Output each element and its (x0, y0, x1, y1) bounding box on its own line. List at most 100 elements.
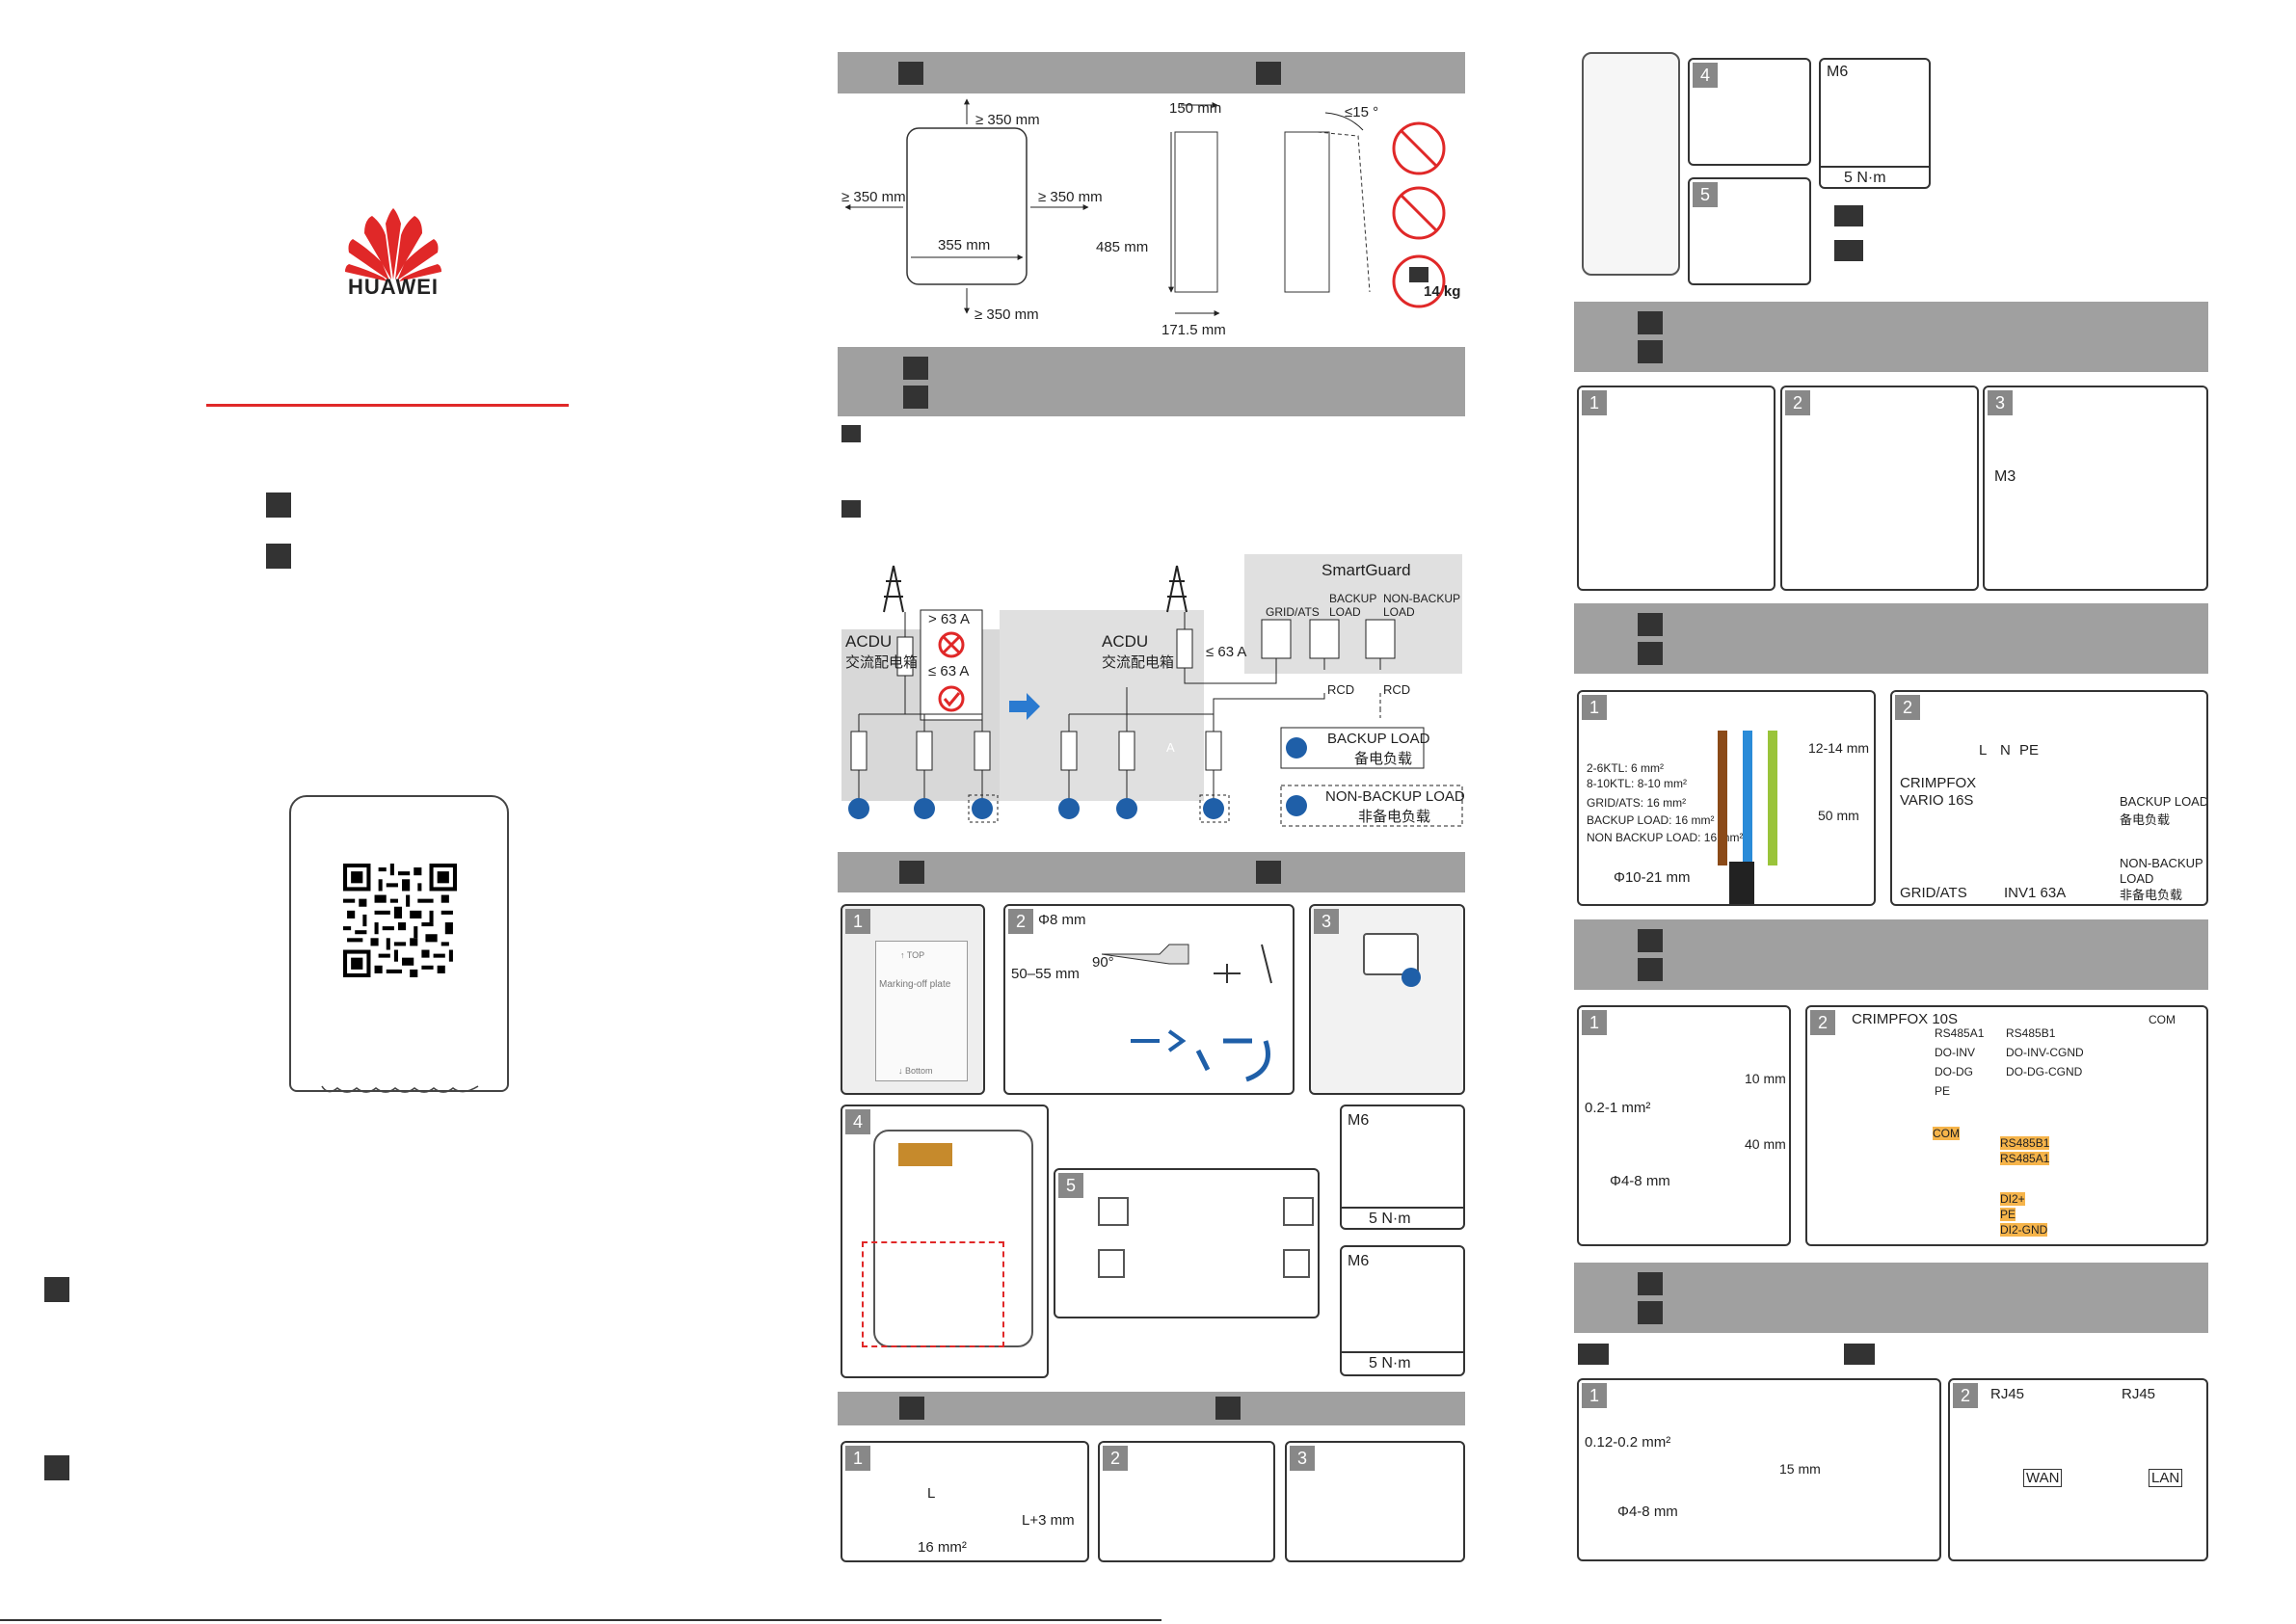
network-area: 0.12-0.2 mm² (1585, 1434, 1671, 1451)
comm-area: 0.2-1 mm² (1585, 1100, 1651, 1116)
drill-diameter: Φ8 mm (1038, 912, 1086, 928)
acdu-label-2: ACDU (1102, 632, 1149, 651)
ac-length: 50 mm (1818, 808, 1859, 823)
legend-a-circle: A (1166, 740, 1175, 755)
ac-strip: 12-14 mm (1808, 740, 1870, 756)
strip-length: L+3 mm (1022, 1512, 1075, 1529)
title-rule (206, 404, 569, 407)
brand-name: HUAWEI (348, 275, 439, 299)
bullet-square-7 (1834, 205, 1863, 226)
term-do-inv: DO-INV (1935, 1046, 1975, 1059)
step-panel-bracket: 3 (1309, 904, 1465, 1095)
right-column: 4 5 M6 5 N·m 1 2 3 M3 1 2-6KTL: 6 mm² 8-… (1574, 0, 2296, 1624)
legend-backup-load-cn: 备电负载 (1354, 751, 1413, 767)
bullet-square-2 (266, 544, 291, 569)
term-do-inv-cgnd: DO-INV-CGND (2006, 1046, 2084, 1059)
wire-l: L (1979, 742, 1988, 759)
network-diameter: Φ4-8 mm (1617, 1504, 1678, 1520)
ac-size-4: BACKUP LOAD: 16 mm² (1587, 813, 1715, 827)
grid-ats-label: GRID/ATS (1266, 605, 1320, 619)
acdu-cn-label-2: 交流配电箱 (1102, 654, 1175, 671)
smartguard-label: SmartGuard (1322, 561, 1411, 579)
pe-cross-section: 16 mm² (918, 1539, 967, 1556)
huawei-logo-icon (345, 208, 441, 281)
network-step-2: 2 RJ45 RJ45 WAN LAN (1948, 1378, 2208, 1561)
pe-m6-label: M6 (1827, 64, 1849, 80)
inverter-side-view (1582, 52, 1680, 276)
bullet-square-4 (44, 1455, 69, 1480)
pe-step-4: 4 (1688, 58, 1811, 166)
inverter-ports (321, 1085, 479, 1093)
term-rs485b1: RS485B1 (2006, 1026, 2056, 1040)
bullet-square-8 (1834, 240, 1863, 261)
comm-diameter: Φ4-8 mm (1610, 1173, 1670, 1189)
comm-strip: 10 mm (1745, 1071, 1786, 1086)
over-63a-label: > 63 A (928, 611, 970, 627)
cover-step-2: 2 (1780, 386, 1979, 591)
qr-code-icon (343, 864, 457, 977)
pe-step-5: 5 (1688, 177, 1811, 285)
legend-backup-load: BACKUP LOAD (1327, 731, 1430, 747)
under-63a-label-2: ≤ 63 A (1206, 644, 1247, 660)
step-panel-drill: 2 Φ8 mm 50–55 mm 90° (1003, 904, 1295, 1095)
ac-size-3: GRID/ATS: 16 mm² (1587, 796, 1687, 810)
section-header-pe-cable (838, 1392, 1465, 1425)
drill-depth: 50–55 mm (1011, 966, 1080, 982)
pe-torque-label: 5 N·m (1844, 170, 1886, 186)
wire-rs485b1: RS485B1 (2000, 1136, 2050, 1150)
pe-step-2: 2 (1098, 1441, 1275, 1562)
section-header-open-cover (1574, 302, 2208, 372)
pe-step-3: 3 (1285, 1441, 1465, 1562)
clearance-right: ≥ 350 mm (1038, 189, 1103, 205)
cover-column: HUAWEI (0, 0, 796, 1624)
step-panel-mount-inverter: 4 (841, 1105, 1049, 1378)
rj45-label-2: RJ45 (2122, 1386, 2156, 1402)
height-label: 485 mm (1096, 239, 1149, 255)
section-header-network (1574, 1263, 2208, 1333)
comm-step-2: 2 CRIMPFOX 10S RS485A1 RS485B1 DO-INV DO… (1805, 1005, 2208, 1246)
com-label: COM (2149, 1013, 2176, 1026)
legend-nonbackup-2: LOAD (2120, 871, 2154, 886)
weight-label: 14 kg (1424, 283, 1461, 300)
depth-bottom-label: 171.5 mm (1161, 322, 1226, 338)
crimp-tool-model: VARIO 16S (1900, 792, 1974, 809)
crimp-tool-name: CRIMPFOX (1900, 775, 1977, 791)
m6-label-b: M6 (1348, 1253, 1370, 1269)
plate-top-label: ↑ TOP (900, 950, 925, 960)
section-header-comm-cable (1574, 919, 2208, 990)
m3-label: M3 (1994, 468, 2016, 485)
backup-load-label: LOAD (1329, 605, 1361, 619)
wire-pe2: PE (2000, 1208, 2016, 1221)
term-do-dg-cgnd: DO-DG-CGND (2006, 1065, 2083, 1078)
rj45-label-1: RJ45 (1990, 1386, 2025, 1402)
bullet-square-5 (841, 425, 861, 442)
comm-step-1: 1 0.2-1 mm² Φ4-8 mm 10 mm 40 mm (1577, 1005, 1791, 1246)
ac-size-2: 8-10KTL: 8-10 mm² (1587, 777, 1688, 790)
term-pe: PE (1935, 1084, 1951, 1098)
width-label: 355 mm (938, 237, 991, 253)
legend-inv: INV1 63A (2004, 885, 2067, 901)
legend-nonbackup-cn: 非备电负载 (2120, 888, 2183, 902)
legend-b-circle: B (1166, 798, 1175, 812)
plate-bottom-label: ↓ Bottom (898, 1066, 933, 1076)
term-rs485a1: RS485A1 (1935, 1026, 1985, 1040)
acdu-label: ACDU (845, 632, 893, 651)
legend-backup: BACKUP LOAD (2120, 794, 2208, 809)
rcd-label-2: RCD (1383, 682, 1411, 697)
section-header-grid (838, 347, 1465, 416)
term-do-dg: DO-DG (1935, 1065, 1973, 1078)
bullet-square-3 (44, 1277, 69, 1302)
ac-cable-step-1: 1 2-6KTL: 6 mm² 8-10KTL: 8-10 mm² GRID/A… (1577, 690, 1876, 906)
ac-cable-step-2: 2 CRIMPFOX VARIO 16S L N PE GRID/ATS INV… (1890, 690, 2208, 906)
bullet-square-6 (841, 500, 861, 518)
wire-n: N (2000, 742, 2011, 759)
ac-size-1: 2-6KTL: 6 mm² (1587, 761, 1665, 775)
legend-nonbackup: NON-BACKUP (2120, 856, 2203, 870)
bullet-square-10 (1844, 1344, 1875, 1365)
backup-wiring-diagram (841, 554, 1463, 827)
acdu-cn-label: 交流配电箱 (845, 654, 919, 671)
section-header-mounting (838, 852, 1465, 892)
clearance-top: ≥ 350 mm (975, 112, 1040, 128)
wire-di2-gnd: DI2-GND (2000, 1223, 2048, 1237)
nonbackup-label: NON-BACKUP (1383, 592, 1461, 605)
